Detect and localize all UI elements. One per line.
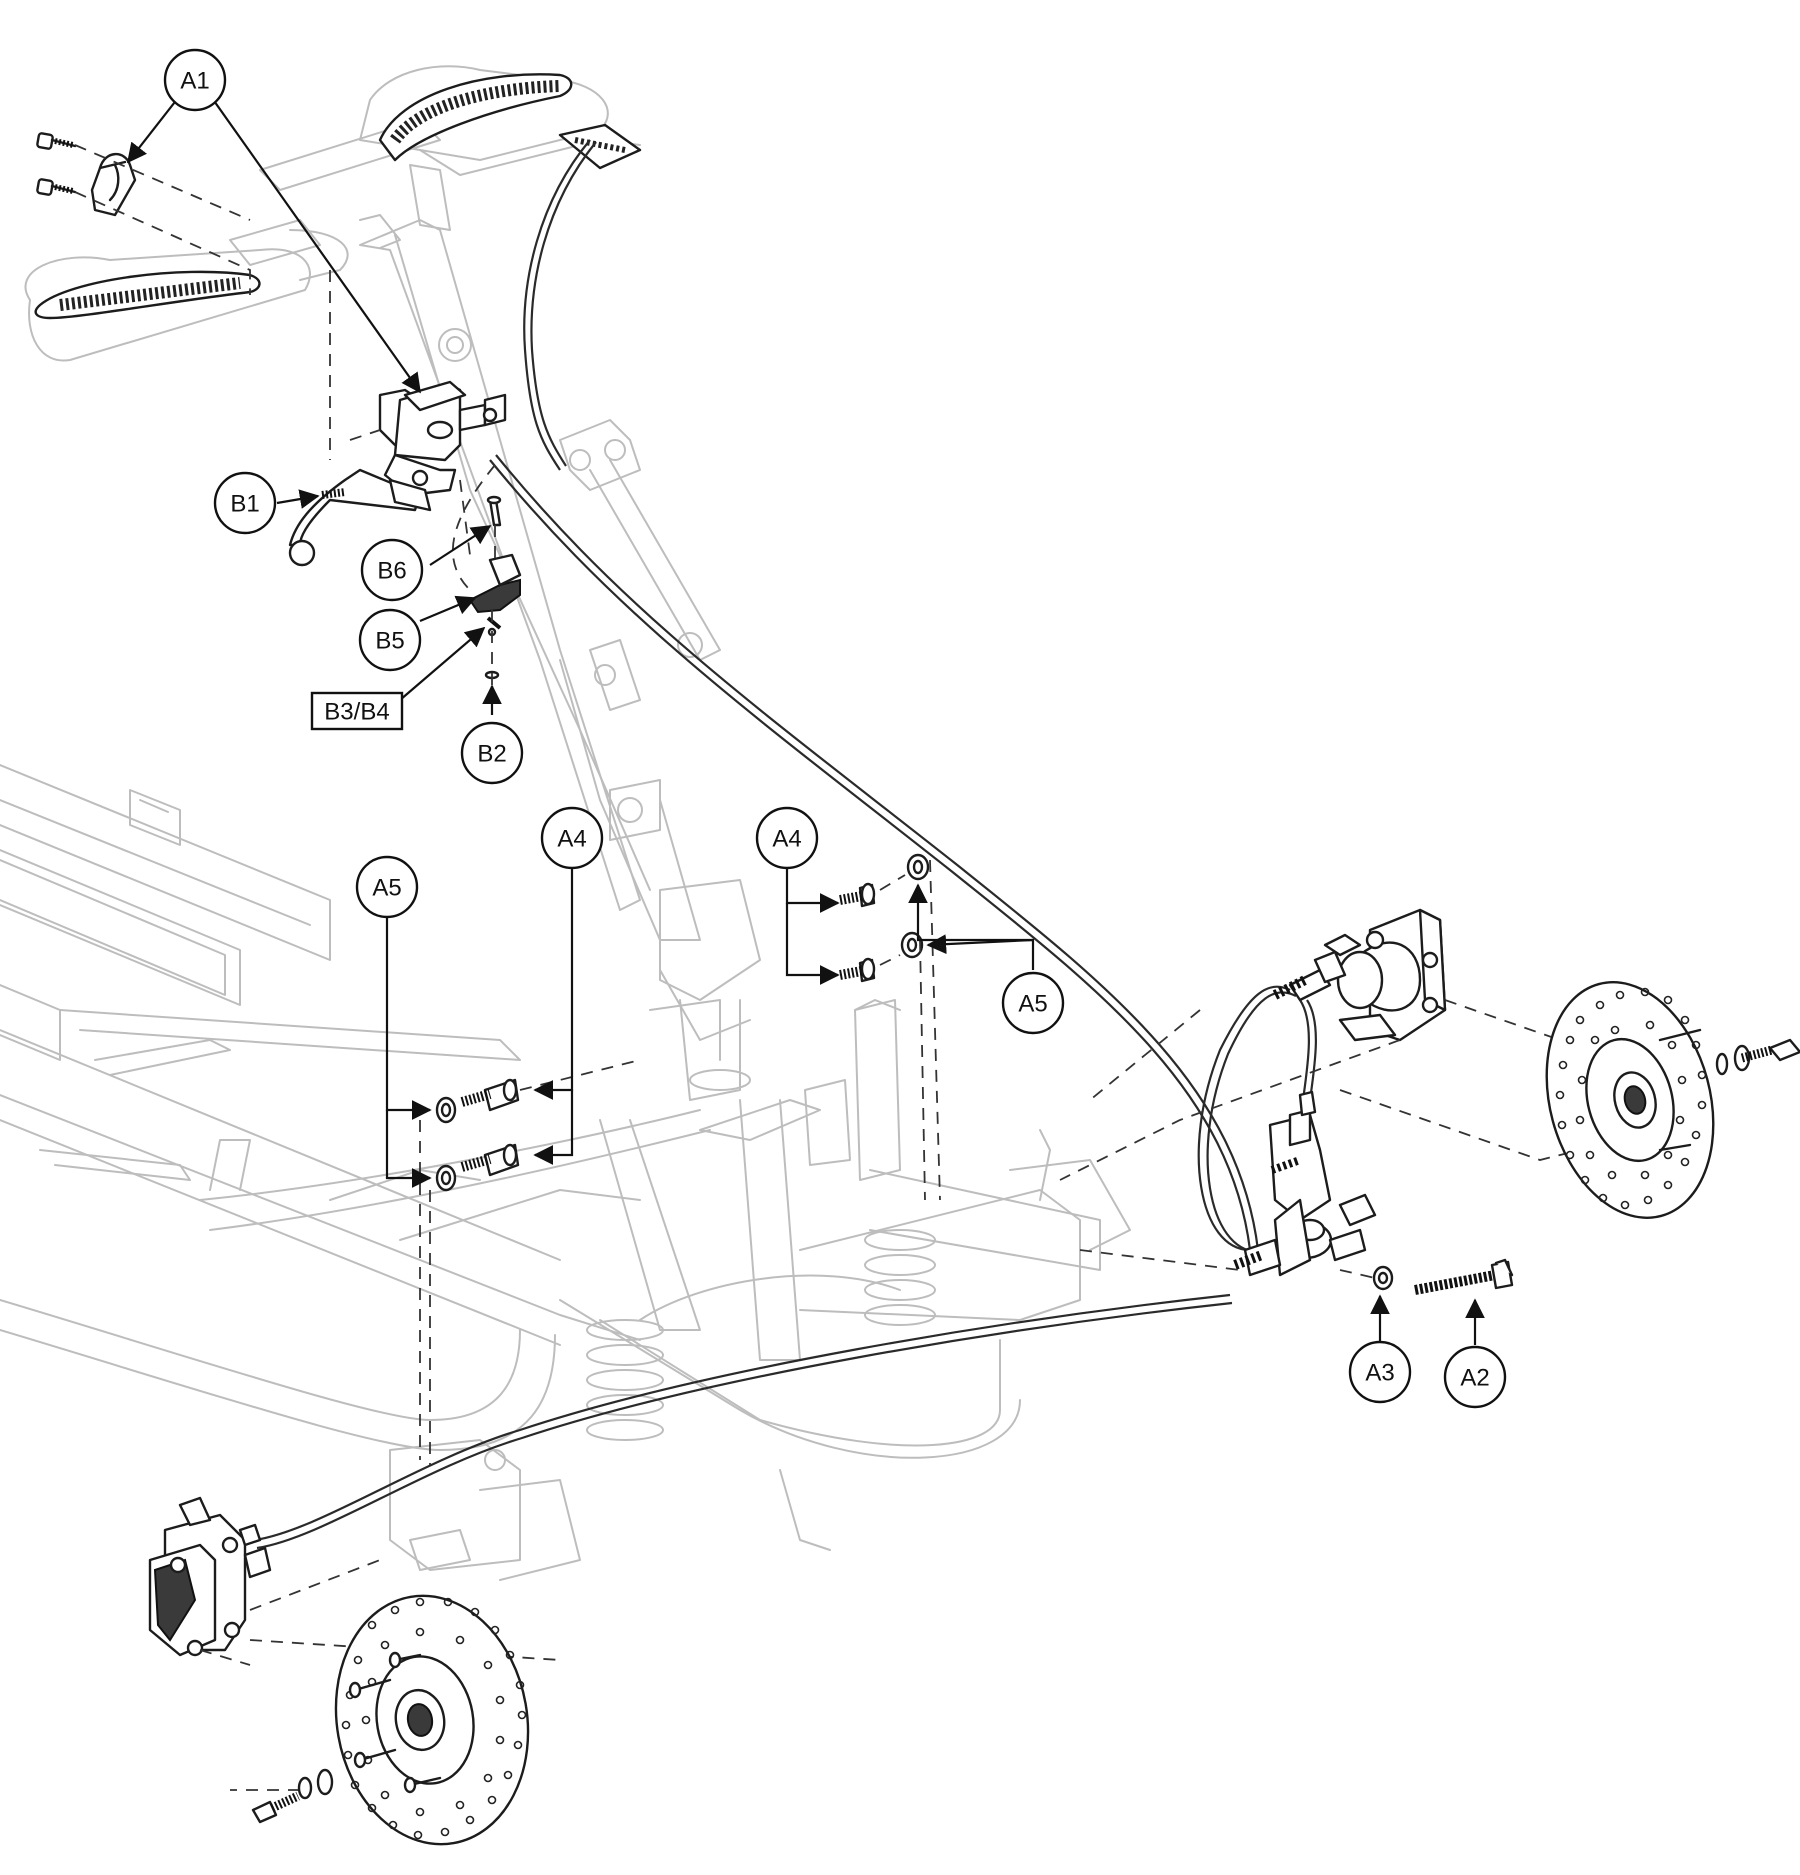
handlebar-clamp — [90, 152, 137, 217]
bolt-a4-left-lower — [460, 1143, 520, 1177]
callout-b2: B2 — [460, 721, 524, 785]
banjo-bolt-a2 — [1414, 1258, 1514, 1295]
callout-a4-left-label: A4 — [557, 826, 586, 853]
brake-disc-left — [334, 1594, 530, 1846]
callout-a5-right: A5 — [1001, 971, 1065, 1035]
explode-lines-right — [879, 859, 941, 1201]
callout-b3b4: B3/B4 — [310, 691, 404, 731]
callout-a3: A3 — [1348, 1340, 1412, 1404]
callout-a5-right-label: A5 — [1018, 991, 1047, 1018]
callout-b1-label: B1 — [230, 491, 259, 518]
washer-a5-right-upper — [906, 853, 930, 881]
handle-grip-right — [378, 73, 642, 170]
bolt-a4-left-upper — [460, 1078, 520, 1112]
brake-hose — [254, 139, 1317, 1550]
brake-disc-right — [1545, 981, 1715, 1219]
pivot-pin — [486, 495, 502, 527]
clamp-screw-lower — [36, 178, 77, 196]
leader-lines — [126, 97, 1485, 1345]
callout-a5-left: A5 — [355, 855, 419, 919]
bolt-a4-right-lower — [839, 957, 876, 983]
washer-a5-left-upper — [435, 1096, 457, 1124]
washer-a5-left-lower — [435, 1164, 457, 1192]
master-cylinder-assembly — [288, 380, 507, 567]
brake-caliper-left — [148, 1496, 272, 1657]
callout-b2-label: B2 — [477, 741, 506, 768]
callout-a4-right: A4 — [755, 806, 819, 870]
chassis-frame-ghost — [0, 764, 1021, 1459]
steering-column-ghost — [359, 219, 1131, 1581]
hub-bolt-left — [251, 1791, 300, 1824]
callout-b3b4-label: B3/B4 — [324, 699, 389, 726]
hub-bolt-right — [1740, 1038, 1800, 1063]
handlebar-ghost — [24, 65, 641, 362]
explode-lines-upper — [74, 144, 496, 690]
callout-b1: B1 — [213, 471, 277, 535]
hub-washers-left — [297, 1768, 334, 1800]
bolt-a4-right-upper — [839, 882, 876, 908]
callout-a4-right-label: A4 — [772, 826, 801, 853]
callout-a3-label: A3 — [1365, 1360, 1394, 1387]
clamp-screw-upper — [36, 132, 77, 150]
small-screw — [486, 616, 502, 637]
explode-lines-tjunction — [1079, 1249, 1376, 1279]
callout-b5: B5 — [358, 608, 422, 672]
brake-caliper-right — [1272, 908, 1447, 1042]
handle-grip-left — [34, 270, 261, 320]
callout-a4-left: A4 — [540, 806, 604, 870]
callout-a2: A2 — [1443, 1345, 1507, 1409]
callout-b6: B6 — [360, 538, 424, 602]
callout-a5-left-label: A5 — [372, 875, 401, 902]
washer-a3 — [1372, 1265, 1394, 1291]
explode-lines-left — [419, 1059, 641, 1465]
brake-t-junction — [1233, 1090, 1377, 1277]
callout-b6-label: B6 — [377, 558, 406, 585]
callout-a2-label: A2 — [1460, 1365, 1489, 1392]
callout-a1: A1 — [163, 48, 227, 112]
callout-a1-label: A1 — [180, 68, 209, 95]
callout-b5-label: B5 — [375, 628, 404, 655]
brake-switch-block — [468, 553, 522, 614]
